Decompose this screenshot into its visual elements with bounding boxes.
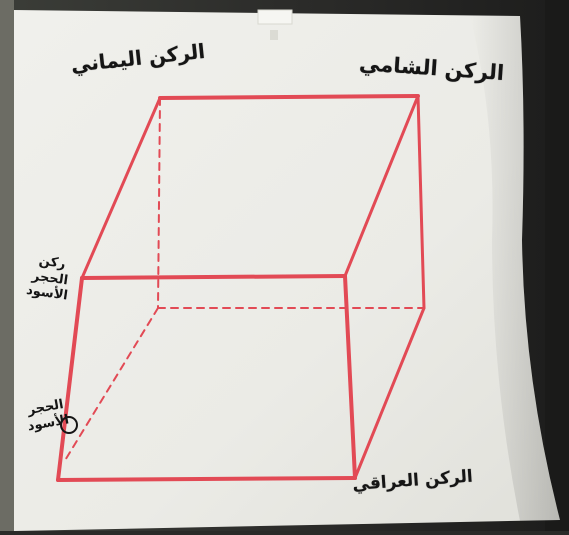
tape xyxy=(258,10,292,24)
paper-sheet xyxy=(14,10,560,531)
cube-front-bottom-edge xyxy=(58,478,355,480)
cube-front-top-edge xyxy=(82,276,345,278)
tape-mark xyxy=(270,30,278,40)
right-strip xyxy=(545,0,569,531)
left-edge xyxy=(0,0,14,531)
black-stone-corner-label: ركن الحجر الأسود xyxy=(27,252,73,304)
black-stone-circle-icon xyxy=(60,416,78,434)
cube-back-top-edge xyxy=(160,96,418,98)
